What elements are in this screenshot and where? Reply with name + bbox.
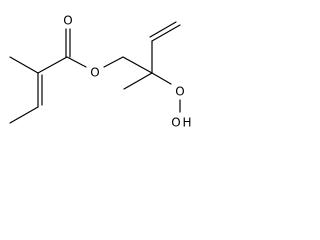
bond-carbonyl-to-ester-oxygen bbox=[66, 56, 87, 68]
ester-carbonyl-oxygen-label: O bbox=[63, 14, 72, 28]
bond-methylene-to-quaternary-carbon bbox=[122, 56, 153, 74]
ester-oxygen-label: O bbox=[90, 66, 99, 80]
bond-quaternary-to-methyl bbox=[123, 72, 153, 90]
bond-vinyl-double-second bbox=[149, 21, 177, 38]
bond-alpha-to-carbonyl-carbon bbox=[37, 56, 68, 74]
bond-ester-oxygen-to-methylene bbox=[103, 56, 124, 68]
peroxide-oxygen-2-label: O bbox=[171, 116, 180, 130]
hydroxyl-hydrogen-label: H bbox=[182, 116, 191, 130]
bond-methyl-to-alpha-carbon bbox=[9, 56, 39, 74]
bond-beta-to-terminal-methyl bbox=[9, 106, 39, 124]
structural-formula: O O O O H bbox=[9, 14, 192, 130]
peroxide-oxygen-1-label: O bbox=[175, 85, 184, 99]
bond-vinyl-double bbox=[151, 24, 181, 42]
bond-quaternary-to-peroxide-oxygen bbox=[151, 72, 172, 85]
